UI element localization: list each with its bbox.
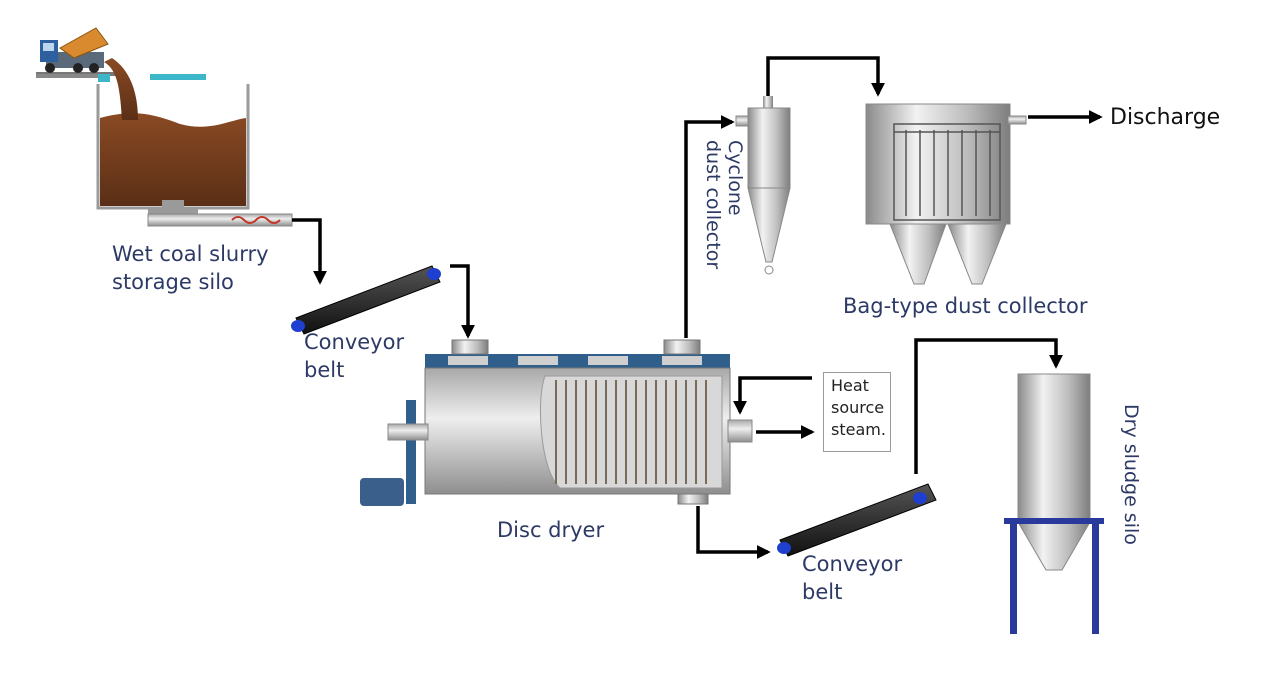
flow-arrows — [292, 56, 1103, 559]
bag-type-dust-collector — [865, 103, 1027, 285]
conveyor2-label-line1: Conveyor — [802, 552, 903, 576]
disc-dryer — [360, 339, 753, 506]
conveyor1-label-line2: belt — [304, 358, 345, 382]
bag-collector-label: Bag-type dust collector — [843, 294, 1088, 318]
heat-source-box: Heat source steam. — [823, 372, 891, 452]
conveyor-belt-2 — [777, 483, 937, 557]
wet-silo-label-line2: storage silo — [112, 270, 234, 294]
heat-label-line3: steam. — [831, 420, 886, 439]
conveyor1-label-line1: Conveyor — [304, 330, 405, 354]
heat-label-line1: Heat — [831, 376, 869, 395]
wet-slurry-silo — [36, 58, 293, 227]
cyclone-label-line1: Cyclone — [724, 140, 746, 216]
conveyor-belt-1 — [291, 265, 441, 335]
cyclone-dust-collector — [735, 96, 791, 275]
cyclone-label-line2: dust collector — [702, 140, 724, 270]
dry-silo-label: Dry sludge silo — [1120, 404, 1142, 545]
heat-label-line2: source — [831, 398, 885, 417]
conveyor2-label-line2: belt — [802, 580, 843, 604]
discharge-label: Discharge — [1110, 105, 1221, 130]
disc-dryer-label: Disc dryer — [497, 518, 605, 542]
dryer-discs — [555, 380, 707, 484]
wet-silo-label-line1: Wet coal slurry — [112, 242, 269, 266]
dry-sludge-silo — [1004, 373, 1104, 634]
dump-truck-icon — [36, 27, 116, 76]
